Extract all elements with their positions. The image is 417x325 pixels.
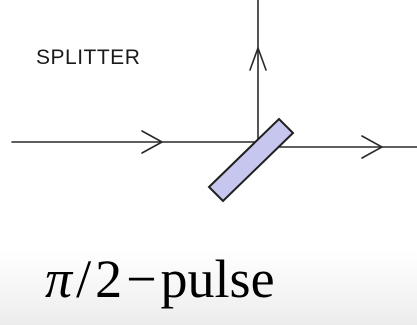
caption-slash: / (76, 249, 92, 309)
caption-dash: − (126, 249, 157, 309)
pulse-caption: π/2−pulse (45, 252, 275, 306)
pi-symbol: π (45, 249, 73, 309)
caption-number: 2 (95, 249, 123, 309)
beam-splitter-plate (207, 117, 295, 203)
incoming-beam-arrow (141, 130, 163, 154)
caption-word: pulse (160, 249, 275, 309)
reflected-beam-arrow (249, 47, 267, 71)
transmitted-beam-arrow (361, 135, 383, 159)
splitter-label: SPLITTER (36, 46, 140, 69)
